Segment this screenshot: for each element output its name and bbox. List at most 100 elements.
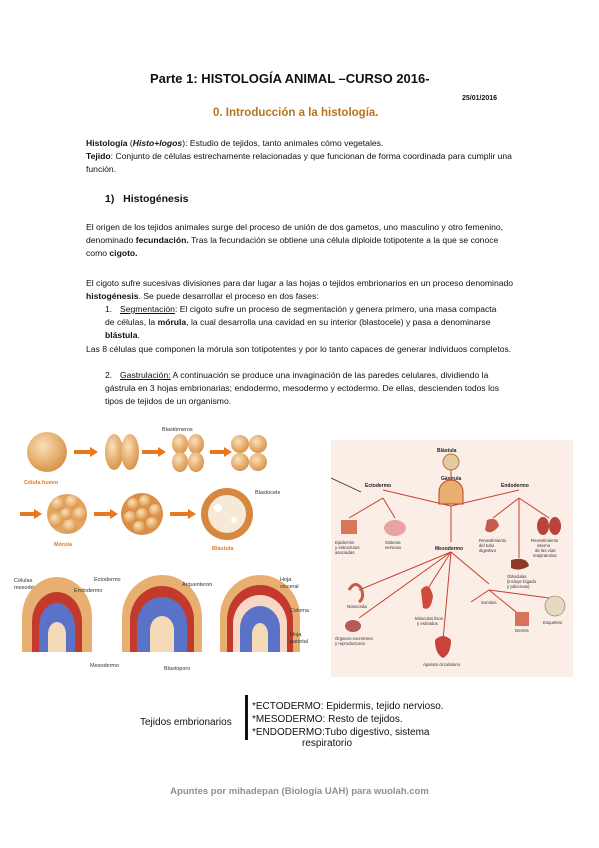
footer-credit: Apuntes por mihadepan (Biología UAH) par… (170, 786, 429, 797)
arrow-head (158, 447, 166, 457)
label-revest-vias-4: respiratorias (533, 553, 557, 558)
label-blastula: Blástula (212, 546, 234, 552)
term-histogenesis: histogénesis (86, 291, 139, 301)
term-etymology: Histo+logos (132, 138, 183, 148)
text: El cigoto sufre sucesivas divisiones par… (86, 278, 514, 288)
bracket (245, 695, 248, 740)
label-epidermis: Epidermis (335, 540, 354, 545)
blastomere (105, 434, 123, 470)
term-histologia: Histología (86, 138, 128, 148)
blastula (201, 488, 253, 540)
label-mesodermicas: mesodérmicas (14, 585, 50, 591)
term-blastula: blástula (105, 330, 138, 340)
text: . (137, 330, 140, 340)
text: , la cual desarrolla una cavidad en su i… (186, 317, 491, 327)
arrow-head (34, 509, 42, 519)
tejido-item: *ENDODERMO:Tubo digestivo, sistema (252, 727, 430, 738)
notochord-icon (347, 583, 365, 604)
label-epidermis-3: asociadas (335, 550, 354, 555)
paren: ( (127, 138, 133, 148)
label-somitos: Somitos (481, 600, 497, 605)
label-musculos: Músculos lisos (415, 616, 443, 621)
paragraph-histogenesis: El cigoto sufre sucesivas divisiones par… (86, 277, 516, 303)
label-sistema-2: nervioso (385, 545, 402, 550)
label-arquenteron: Arquenteron (182, 582, 212, 588)
kidney-icon (345, 620, 361, 632)
term-gastrulacion: Gastrulación: (120, 370, 171, 380)
label-musculos-2: y estriados (417, 621, 438, 626)
skull-icon (544, 595, 566, 617)
label-revest-vias: Revestimiento (531, 538, 559, 543)
tejido-item: *ECTODERMO: Epidermis, tejido nervioso. (252, 701, 444, 712)
term-tejido: Tejido (86, 151, 111, 161)
definition-tejido: Tejido: Conjunto de células estrechament… (86, 150, 516, 176)
eight-cell-stage (231, 435, 267, 471)
text: Tras la fecundación se obtiene una célul… (86, 235, 499, 258)
label-glandulas: Glándulas (507, 574, 526, 579)
label-ectodermo: Ectodermo (365, 483, 391, 489)
pointer-line (331, 477, 362, 493)
label-hoja-visceral-2: visceral (280, 584, 299, 590)
term-cigoto: cigoto. (109, 248, 138, 258)
gastrula-3 (220, 575, 300, 652)
blastula-icon (442, 453, 460, 471)
section-number: 1) (105, 193, 115, 205)
skin-icon (341, 520, 357, 534)
zygote-cell (27, 432, 67, 472)
four-cell-stage (172, 434, 204, 472)
stomach-icon (485, 518, 499, 533)
figure-background (331, 440, 573, 677)
liver-icon (511, 558, 529, 570)
definitions-block: Histología (Histo+logos): Estudio de tej… (86, 137, 516, 176)
label-sistema: Sistema (385, 540, 401, 545)
text: . Se puede desarrollar el proceso en dos… (138, 291, 319, 301)
label-morula: Mórula (54, 542, 73, 548)
tejidos-list: *ECTODERMO: Epidermis, tejido nervioso. … (252, 700, 444, 749)
section-heading: 1) Histogénesis (105, 193, 188, 205)
label-celoma: Celoma (290, 608, 310, 614)
morula (47, 494, 87, 534)
arrow-head (224, 447, 232, 457)
definition-histologia-text: ): Estudio de tejidos, tanto animales có… (182, 138, 384, 148)
text: El origen de los tejidos animales surge … (86, 222, 504, 245)
date: 25/01/2016 (462, 95, 498, 102)
tejido-item: *MESODERMO: Resto de tejidos. (252, 714, 403, 725)
paragraph-morula: Las 8 células que componen la mórula son… (86, 344, 512, 354)
tejidos-label: Tejidos embrionarios (140, 717, 232, 728)
label-notocorda: Notocorda (347, 604, 367, 609)
label-organos: Órganos excretores (335, 636, 373, 641)
label-revest-tubo-2: del tubo (479, 543, 495, 548)
label-glandulas-2: (incluye hígado (507, 579, 537, 584)
label-revest-tubo-3: digestivo (479, 548, 497, 553)
label-dermis: Dermis (515, 628, 529, 633)
text: : El cigoto sufre un proceso de segmenta… (105, 304, 497, 327)
label-blastomeros: Blastómeros (162, 427, 193, 433)
label-organos-2: y reproductores (335, 641, 365, 646)
label-revest-vias-3: de las vías (535, 548, 556, 553)
brain-icon (384, 520, 406, 536)
dermis-icon (515, 612, 529, 626)
paragraph-origin: El origen de los tejidos animales surge … (86, 221, 516, 260)
label-hoja-visceral: Hoja (280, 577, 292, 583)
heart-icon (435, 636, 451, 658)
term-morula: mórula (157, 317, 187, 327)
label-glandulas-3: y páncreas) (507, 584, 530, 589)
page-title: Parte 1: HISTOLOGÍA ANIMAL –CURSO 2016- (150, 71, 430, 86)
arrow-head (110, 509, 118, 519)
list-number: 2. (105, 370, 113, 380)
lung-icon (537, 517, 549, 535)
gastrula-1 (22, 577, 92, 652)
section-subtitle: 0. Introducción a la histología. (213, 107, 379, 119)
label-revest-vias-2: interno (537, 543, 551, 548)
muscle-icon (421, 586, 433, 609)
section-title: Histogénesis (123, 193, 189, 205)
list-item-segmentacion: 1.Segmentación: El cigoto sufre un proce… (105, 303, 505, 342)
label-mesodermo: Mesodermo (90, 663, 119, 669)
label-blastocele: Blastocele (255, 490, 280, 496)
term-fecundacion: fecundación. (135, 235, 189, 245)
label-endodermo: Endodermo (74, 588, 102, 594)
label-gastrula: Gástrula (441, 476, 462, 482)
label-celulas: Células (14, 578, 33, 584)
tejido-item-continuation: respiratorio (302, 738, 353, 749)
label-celula-huevo: Célula huevo (24, 480, 59, 486)
